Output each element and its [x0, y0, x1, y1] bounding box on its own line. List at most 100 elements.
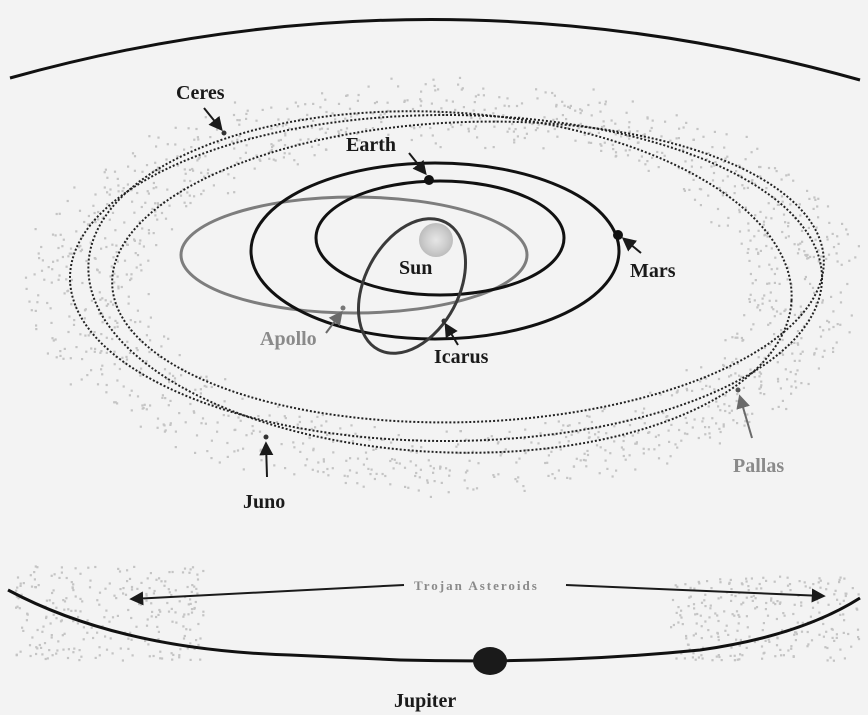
asteroid-dot — [114, 171, 116, 173]
trojan-asteroid-dot — [756, 588, 758, 590]
juno-orbit — [80, 94, 801, 470]
asteroid-dot — [183, 180, 185, 182]
trojan-asteroid-dot — [721, 659, 723, 661]
asteroid-dot — [349, 457, 351, 459]
asteroid-dot — [319, 128, 321, 130]
asteroid-dot — [658, 444, 660, 446]
asteroid-dot — [209, 136, 211, 138]
asteroid-dot — [127, 183, 129, 185]
asteroid-dot — [736, 337, 738, 339]
trojan-asteroid-dot — [58, 577, 60, 579]
asteroid-dot — [189, 180, 191, 182]
asteroid-dot — [832, 347, 834, 349]
trojan-asteroid-dot — [765, 640, 767, 642]
trojan-asteroid-dot — [140, 582, 142, 584]
asteroid-dot — [854, 256, 856, 258]
asteroid-dot — [106, 352, 108, 354]
trojan-asteroid-dot — [96, 632, 98, 634]
asteroid-dot — [327, 128, 329, 130]
asteroid-dot — [127, 244, 129, 246]
asteroid-dot — [728, 375, 730, 377]
trojan-asteroid-dot — [158, 631, 160, 633]
asteroid-dot — [472, 488, 474, 490]
trojan-asteroid-dot — [183, 637, 185, 639]
asteroid-dot — [774, 257, 776, 259]
asteroid-dot — [530, 441, 532, 443]
asteroid-dot — [713, 172, 715, 174]
asteroid-dot — [729, 412, 731, 414]
asteroid-dot — [52, 261, 54, 263]
trojan-asteroid-dot — [727, 634, 729, 636]
asteroid-dot — [153, 182, 155, 184]
trojan-asteroid-dot — [48, 649, 50, 651]
trojan-asteroid-dot — [672, 599, 674, 601]
trojan-asteroid-dot — [685, 637, 687, 639]
asteroid-dot — [732, 419, 734, 421]
asteroid-dot — [750, 273, 752, 275]
asteroid-dot — [613, 440, 615, 442]
trojan-asteroid-dot — [858, 593, 860, 595]
asteroid-dot — [727, 217, 729, 219]
asteroid-dot — [709, 436, 711, 438]
asteroid-dot — [717, 208, 719, 210]
trojan-asteroid-dot — [54, 573, 56, 575]
asteroid-dot — [596, 444, 598, 446]
asteroid-dot — [404, 486, 406, 488]
asteroid-dot — [295, 102, 297, 104]
asteroid-dot — [806, 190, 808, 192]
asteroid-dot — [524, 127, 526, 129]
asteroid-dot — [398, 434, 400, 436]
asteroid-dot — [719, 442, 721, 444]
asteroid-dot — [783, 214, 785, 216]
trojan-asteroid-dot — [151, 611, 153, 613]
asteroid-dot — [171, 228, 173, 230]
trojan-asteroid-dot — [857, 636, 859, 638]
trojan-asteroid-dot — [726, 625, 728, 627]
asteroid-dot — [514, 478, 516, 480]
asteroid-dot — [698, 437, 700, 439]
asteroid-dot — [602, 410, 604, 412]
trojan-asteroid-dot — [843, 619, 845, 621]
asteroid-dot — [326, 434, 328, 436]
asteroid-dot — [799, 203, 801, 205]
asteroid-dot — [168, 404, 170, 406]
asteroid-dot — [277, 406, 279, 408]
trojan-asteroid-dot — [80, 656, 82, 658]
asteroid-dot — [380, 114, 382, 116]
trojan-asteroid-dot — [130, 617, 132, 619]
asteroid-dot — [180, 374, 182, 376]
asteroid-dot — [774, 273, 776, 275]
trojan-asteroid-dot — [81, 600, 83, 602]
asteroid-dot — [448, 491, 450, 493]
asteroid-dot — [739, 211, 741, 213]
asteroid-dot — [157, 418, 159, 420]
trojan-asteroid-dot — [812, 583, 814, 585]
asteroid-dot — [354, 433, 356, 435]
trojan-asteroid-dot — [685, 635, 687, 637]
asteroid-dot — [652, 120, 654, 122]
asteroid-dot — [84, 335, 86, 337]
asteroid-dot — [817, 216, 819, 218]
asteroid-dot — [623, 440, 625, 442]
asteroid-dot — [114, 320, 116, 322]
asteroid-dot — [841, 223, 843, 225]
asteroid-dot — [738, 375, 740, 377]
trojan-asteroid-dot — [188, 603, 190, 605]
asteroid-dot — [734, 372, 736, 374]
asteroid-dot — [760, 250, 762, 252]
asteroid-dot — [213, 184, 215, 186]
asteroid-dot — [787, 222, 789, 224]
trojan-asteroid-dot — [684, 657, 686, 659]
asteroid-dot — [168, 381, 170, 383]
asteroid-dot — [376, 101, 378, 103]
asteroid-dot — [711, 146, 713, 148]
asteroid-dot — [147, 190, 149, 192]
asteroid-dot — [759, 371, 761, 373]
asteroid-dot — [769, 322, 771, 324]
asteroid-dot — [691, 390, 693, 392]
asteroid-dot — [828, 321, 830, 323]
asteroid-dot — [736, 422, 738, 424]
asteroid-dot — [826, 236, 828, 238]
asteroid-dot — [794, 360, 796, 362]
asteroid-dot — [434, 85, 436, 87]
